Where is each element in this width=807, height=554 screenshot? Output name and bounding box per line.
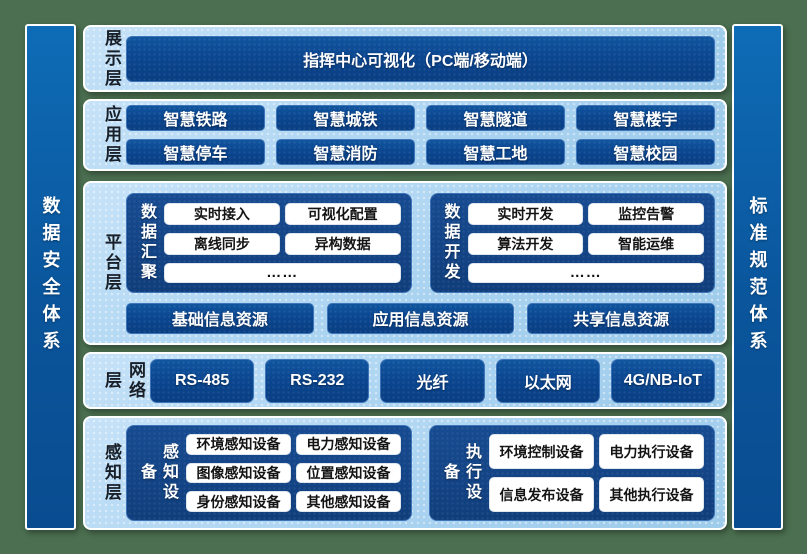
display-main-box: 指挥中心可视化（PC端/移动端）: [126, 35, 715, 82]
pillar-standards: 标准规范体系: [732, 24, 783, 530]
pillar-standards-label: 标准规范体系: [747, 196, 768, 358]
platform-item: 异构数据: [284, 232, 401, 256]
resource-box: 共享信息资源: [527, 302, 715, 334]
sensing-device-box: 身份感知设备: [186, 491, 291, 512]
group-data-development: 数据开发 实时开发 监控告警 算法开发 智能运维 ……: [429, 192, 715, 293]
sensing-device-box: 其他感知设备: [296, 491, 401, 512]
network-box: RS-232: [265, 358, 370, 403]
group-data-aggregation-title: 数据汇聚: [138, 202, 155, 283]
layer-label-perception: 感知层: [102, 443, 121, 503]
layer-panel-platform: 平台层 数据汇聚 实时接入 可视化配置 离线同步 异构数据 …… 数据开发: [83, 181, 727, 345]
network-box: 以太网: [495, 358, 600, 403]
platform-item: 算法开发: [467, 232, 584, 256]
group-data-development-title: 数据开发: [441, 202, 459, 283]
sensing-device-box: 图像感知设备: [186, 462, 291, 484]
group-actuator-devices: 执行设备 环境控制设备 电力执行设备 信息发布设备 其他执行设备: [429, 425, 715, 521]
layer-label-platform: 平台层: [102, 233, 121, 293]
group-data-aggregation: 数据汇聚 实时接入 可视化配置 离线同步 异构数据 ……: [126, 192, 412, 293]
app-box: 智慧城铁: [276, 105, 415, 131]
actuator-device-box: 环境控制设备: [489, 434, 594, 469]
group-actuator-devices-title: 执行设备: [441, 443, 480, 503]
platform-item-more: ……: [164, 263, 401, 283]
group-sensing-devices: 感知设备 环境感知设备 电力感知设备 图像感知设备 位置感知设备 身份感知设备 …: [126, 425, 412, 521]
resource-box: 应用信息资源: [326, 302, 515, 334]
actuator-device-box: 电力执行设备: [599, 434, 704, 469]
app-box: 智慧楼宇: [576, 105, 715, 131]
sensing-device-box: 环境感知设备: [186, 434, 291, 455]
actuator-device-box: 其他执行设备: [599, 477, 704, 512]
pillar-data-security-label: 数据安全体系: [40, 196, 61, 358]
app-box: 智慧消防: [276, 139, 415, 165]
network-box: RS-485: [150, 358, 255, 403]
platform-item: 可视化配置: [284, 202, 401, 225]
network-box: 4G/NB-IoT: [610, 358, 715, 403]
platform-item: 离线同步: [164, 232, 280, 256]
sensing-device-box: 位置感知设备: [296, 462, 401, 484]
platform-item: 监控告警: [588, 202, 704, 225]
app-box: 智慧工地: [426, 139, 565, 165]
sensing-device-box: 电力感知设备: [296, 434, 401, 455]
network-box: 光纤: [380, 358, 485, 403]
resource-box: 基础信息资源: [126, 302, 314, 334]
actuator-device-box: 信息发布设备: [489, 477, 594, 512]
platform-item: 实时接入: [164, 202, 280, 225]
layer-label-application: 应用层: [102, 105, 121, 165]
app-box: 智慧铁路: [126, 105, 265, 131]
layer-label-display: 展示层: [102, 28, 121, 89]
layer-panel-network: 网络层 RS-485 RS-232 光纤 以太网 4G/NB-IoT: [83, 352, 727, 409]
group-sensing-devices-title: 感知设备: [138, 443, 177, 503]
platform-item-more: ……: [467, 263, 704, 283]
app-box: 智慧隧道: [426, 105, 565, 131]
app-box: 智慧校园: [576, 139, 715, 165]
app-box: 智慧停车: [126, 139, 265, 165]
layer-panel-display: 展示层 指挥中心可视化（PC端/移动端）: [83, 25, 727, 92]
layer-panel-application: 应用层 智慧铁路 智慧城铁 智慧隧道 智慧楼宇 智慧停车 智慧消防 智慧工地 智…: [83, 99, 727, 171]
platform-item: 智能运维: [588, 232, 704, 256]
platform-item: 实时开发: [467, 202, 584, 225]
layer-panel-perception: 感知层 感知设备 环境感知设备 电力感知设备 图像感知设备 位置感知设备 身份感…: [83, 416, 727, 530]
pillar-data-security: 数据安全体系: [25, 24, 76, 530]
layer-label-network: 网络层: [102, 360, 145, 401]
